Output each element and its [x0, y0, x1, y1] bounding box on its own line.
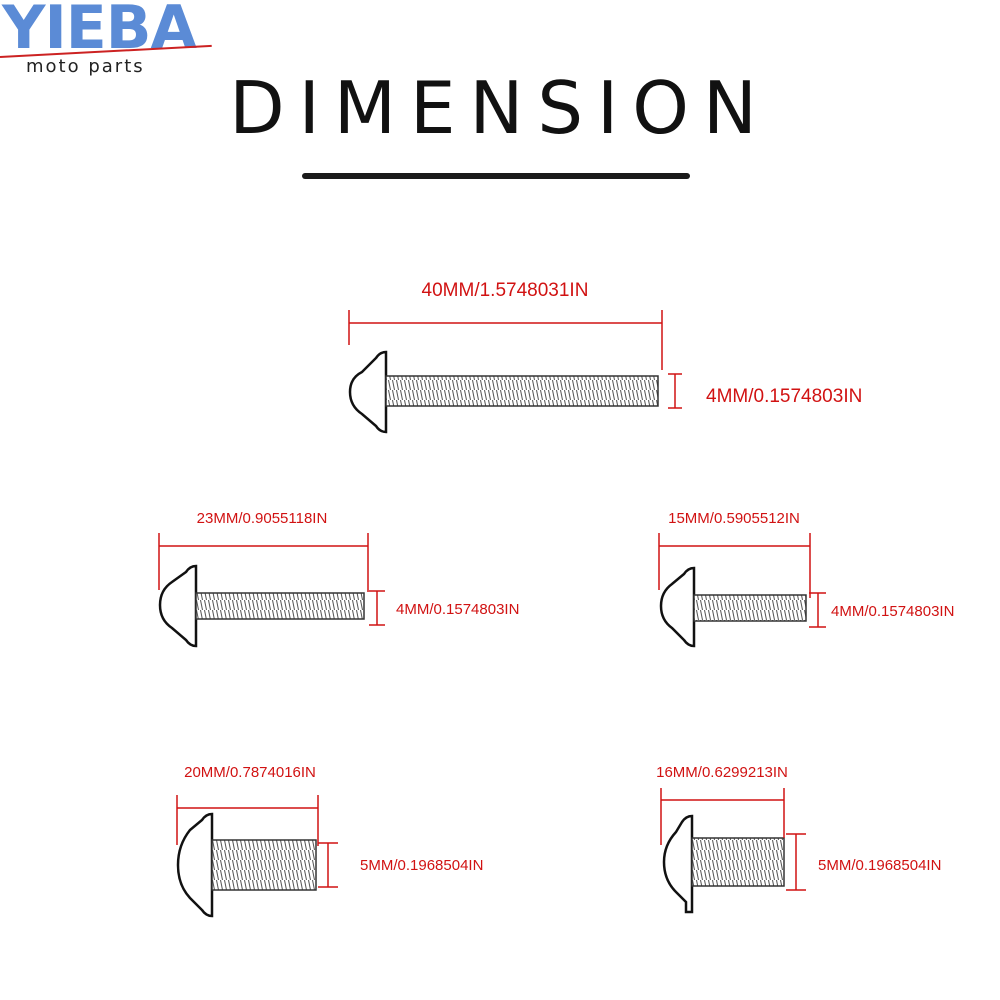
screw-40mm-length-dimension: [348, 310, 663, 370]
screw-23mm-length-label: 23MM/0.9055118IN: [197, 510, 328, 527]
screw-16mm-head: [662, 814, 694, 914]
screw-40mm-diameter-dimension: [668, 373, 682, 409]
page-title: DIMENSION: [229, 66, 771, 150]
screw-40mm-head: [348, 350, 388, 434]
screw-16mm-shank: [691, 837, 785, 887]
screw-16mm-diameter-dimension: [786, 833, 806, 891]
screw-16mm-length-dimension: [660, 788, 785, 845]
screw-40mm-length-label: 40MM/1.5748031IN: [422, 280, 589, 301]
screw-20mm-length-label: 20MM/0.7874016IN: [184, 764, 316, 781]
screw-15mm: 15MM/0.5905512IN 4MM/0.1574803IN: [658, 510, 954, 648]
screw-20mm: 20MM/0.7874016IN 5MM/0.1968504IN: [176, 764, 483, 918]
screw-23mm-diameter-label: 4MM/0.1574803IN: [396, 601, 519, 618]
screw-16mm: 16MM/0.6299213IN 5MM/0.1968504IN: [656, 764, 941, 914]
screw-20mm-shank: [211, 839, 317, 891]
screw-15mm-diameter-label: 4MM/0.1574803IN: [831, 603, 954, 620]
screw-23mm-length-dimension: [158, 533, 369, 592]
screw-40mm-shank: [385, 375, 659, 407]
screw-23mm: 23MM/0.9055118IN 4MM/0.1574803IN: [158, 510, 519, 648]
screw-15mm-length-dimension: [658, 533, 811, 598]
brand-logo: YIEBA moto parts: [0, 0, 230, 80]
screw-23mm-shank: [195, 592, 365, 620]
screw-16mm-length-label: 16MM/0.6299213IN: [656, 764, 788, 781]
screw-15mm-length-label: 15MM/0.5905512IN: [668, 510, 800, 527]
screw-15mm-shank: [693, 594, 807, 622]
screw-16mm-diameter-label: 5MM/0.1968504IN: [818, 857, 941, 874]
brand-logo-subtext: moto parts: [26, 56, 145, 77]
screw-40mm-diameter-label: 4MM/0.1574803IN: [706, 386, 862, 407]
screw-20mm-head: [176, 812, 214, 918]
screw-15mm-head: [659, 566, 696, 648]
screw-23mm-diameter-dimension: [369, 590, 385, 626]
screw-20mm-length-dimension: [176, 795, 319, 846]
title-divider: [302, 173, 690, 179]
screw-20mm-diameter-label: 5MM/0.1968504IN: [360, 857, 483, 874]
brand-logo-text: YIEBA: [2, 0, 197, 63]
screw-23mm-head: [158, 564, 198, 648]
screw-40mm: 40MM/1.5748031IN 4MM/0.1574803IN: [348, 280, 862, 434]
screw-20mm-diameter-dimension: [318, 842, 338, 888]
screw-15mm-diameter-dimension: [809, 592, 826, 628]
